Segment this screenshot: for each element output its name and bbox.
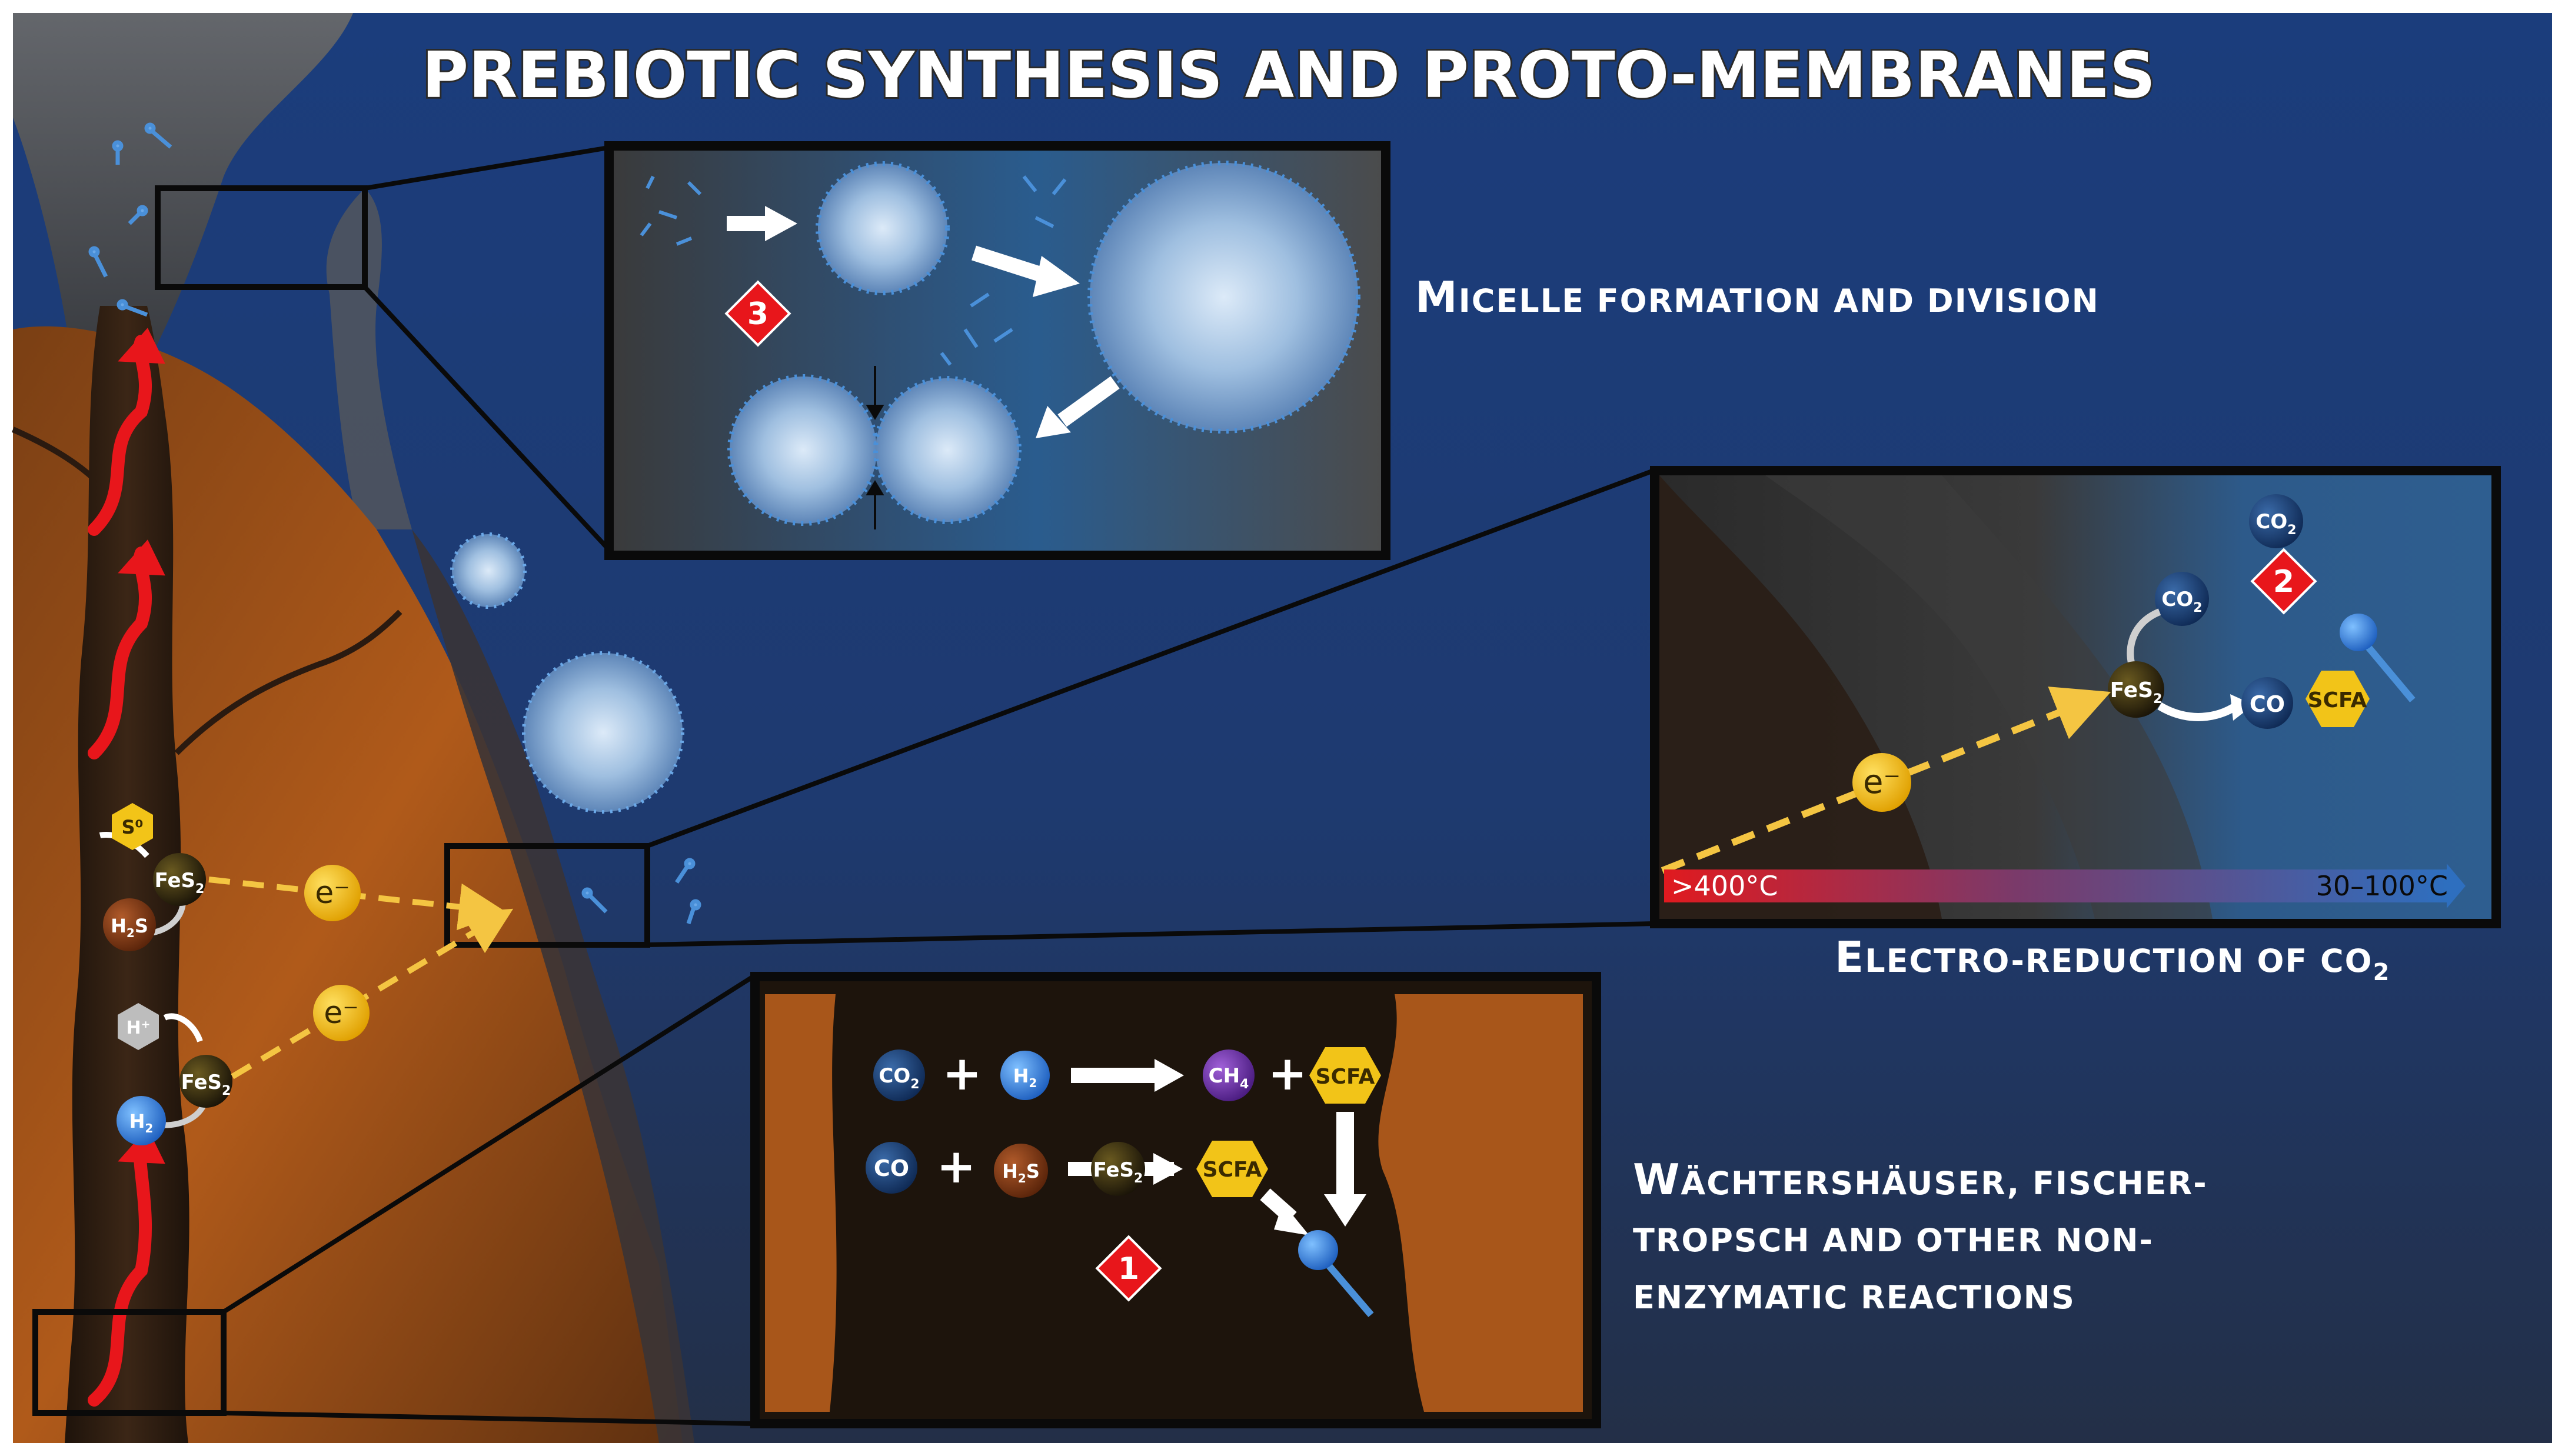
h2-label: H2 [129, 1110, 154, 1135]
temp-hot-label: >400°C [1671, 870, 1778, 902]
arrow-grow-micelle [1033, 256, 1080, 297]
ch4-label: CH4 [1209, 1064, 1249, 1092]
electron-label: e⁻ [1863, 763, 1901, 801]
caption-wachtershauser-line3: ENZYMATIC REACTIONS [1633, 1279, 2075, 1316]
electron-node [313, 985, 370, 1041]
caption-wachtershauser-line2: TROPSCH AND OTHER NON- [1633, 1222, 2154, 1259]
scfa-label: SCFA [1316, 1065, 1375, 1089]
sulfur-label: S⁰ [121, 816, 143, 838]
step-marker-3 [724, 280, 791, 347]
micelle-dividing-right [873, 376, 1022, 524]
panel-electro-reduction: CO2 CO2 FeS2 CO SCFA 2 e⁻ >400°C 30–100°… [1650, 466, 2501, 928]
fes2-label: FeS2 [155, 869, 205, 897]
arrow-shaft [1336, 1112, 1354, 1200]
h2s-label: H2S [111, 915, 148, 940]
lipid-head [2340, 614, 2377, 651]
electron-node [1852, 753, 1911, 812]
scfa-to-lipid-arrow [1324, 1194, 1366, 1227]
co2-node [873, 1049, 925, 1101]
proton-label: H⁺ [127, 1018, 151, 1038]
fes2-node [2108, 661, 2164, 718]
fes2-node [179, 1055, 232, 1108]
electron-label: e⁻ [315, 875, 350, 911]
scfa-to-lipid-arrow [1274, 1203, 1309, 1235]
scfa-hexagon [2305, 671, 2370, 727]
zoom-box-micelles [155, 185, 368, 290]
caption-electro: ELECTRO-REDUCTION OF CO2 [1835, 932, 2390, 986]
h2s-node [994, 1144, 1048, 1198]
step-marker-2-label: 2 [2273, 564, 2294, 599]
fes2-catalyst-node [1091, 1142, 1145, 1196]
vent-fes2-cluster-lower: H⁺ FeS2 H2 [117, 1003, 232, 1145]
co-node [866, 1142, 917, 1194]
scfa-label: SCFA [1203, 1158, 1262, 1182]
sulfur-hexagon [112, 803, 153, 850]
smoke-plume-secondary [326, 188, 412, 529]
floating-micelle [522, 651, 684, 814]
rock-crack [174, 609, 402, 755]
vent-fes2-cluster-upper: S⁰ FeS2 H2S [99, 803, 206, 951]
co-node [2241, 677, 2293, 729]
micelle-small [816, 161, 950, 295]
proton-hexagon [118, 1003, 159, 1050]
lipid-head [1298, 1230, 1338, 1270]
floating-micelle [450, 532, 527, 609]
step-marker-3-label: 3 [747, 296, 768, 332]
scfa-hexagon [1309, 1047, 1381, 1104]
h2-node [1000, 1051, 1050, 1100]
co2-node-mid [2155, 572, 2209, 626]
rock-edge-shadow [412, 529, 694, 1443]
fes2-label: FeS2 [2110, 678, 2163, 707]
panel-micelle-formation: 3 [604, 141, 1390, 560]
co-label: CO [2250, 691, 2285, 717]
temp-cold-label: 30–100°C [2316, 870, 2448, 902]
temperature-gradient-arrowhead [2447, 864, 2466, 908]
fes2-node [153, 853, 206, 906]
scfa-label: SCFA [2308, 688, 2367, 712]
co2-label: CO2 [2255, 510, 2296, 538]
zoom-box-electro [444, 843, 650, 948]
zoom-box-reactions [32, 1309, 227, 1416]
arrow-form-micelle [765, 206, 797, 241]
smoke-plume-main [13, 13, 353, 353]
free-lipids [88, 122, 701, 925]
co-label: CO [874, 1155, 909, 1181]
arrow-shaft [1071, 1068, 1159, 1083]
panel-reactions: CO2 + H2 CH4 + SCFA CO + H2S FeS2 SCFA 1 [750, 972, 1601, 1428]
scfa-hexagon [1196, 1141, 1268, 1197]
co2-node-top [2249, 494, 2303, 548]
temperature-gradient-bar [1664, 869, 2447, 902]
arrow-divide-micelle [1036, 406, 1071, 438]
co2-label: CO2 [2161, 588, 2202, 615]
fes2-label: FeS2 [181, 1071, 231, 1098]
step-marker-2 [2250, 548, 2317, 615]
h2-label: H2 [1013, 1065, 1037, 1090]
micelle-large [1087, 161, 1360, 434]
h2s-node [103, 898, 156, 951]
reaction-arrow [1155, 1059, 1184, 1092]
caption-wachtershauser-line1: WÄCHTERSHÄUSER, FISCHER- [1633, 1155, 2208, 1204]
h2-node [117, 1096, 166, 1145]
division-pinch-arrows [866, 366, 884, 529]
step-marker-1-label: 1 [1118, 1251, 1139, 1287]
heat-arrowheads [118, 328, 165, 1164]
electron-label: e⁻ [324, 995, 358, 1031]
caption-micelle: MICELLE FORMATION AND DIVISION [1415, 272, 2100, 322]
co2-label: CO2 [879, 1064, 919, 1092]
micelle-dividing-left [727, 374, 879, 526]
plus-sign: + [936, 1139, 976, 1194]
h2s-label: H2S [1002, 1160, 1040, 1185]
electron-flow-arrows: e⁻ e⁻ [208, 865, 514, 1079]
zoom-connectors [222, 145, 1655, 1426]
fes2-label: FeS2 [1093, 1158, 1143, 1186]
step-marker-1 [1095, 1235, 1162, 1302]
electron-node [304, 865, 361, 921]
page-title: PREBIOTIC SYNTHESIS AND PROTO-MEMBRANES [422, 39, 2155, 112]
plus-sign: + [1267, 1046, 1307, 1101]
plus-sign: + [942, 1046, 982, 1101]
ch4-node [1203, 1049, 1255, 1101]
reaction-arrow [1153, 1153, 1183, 1185]
